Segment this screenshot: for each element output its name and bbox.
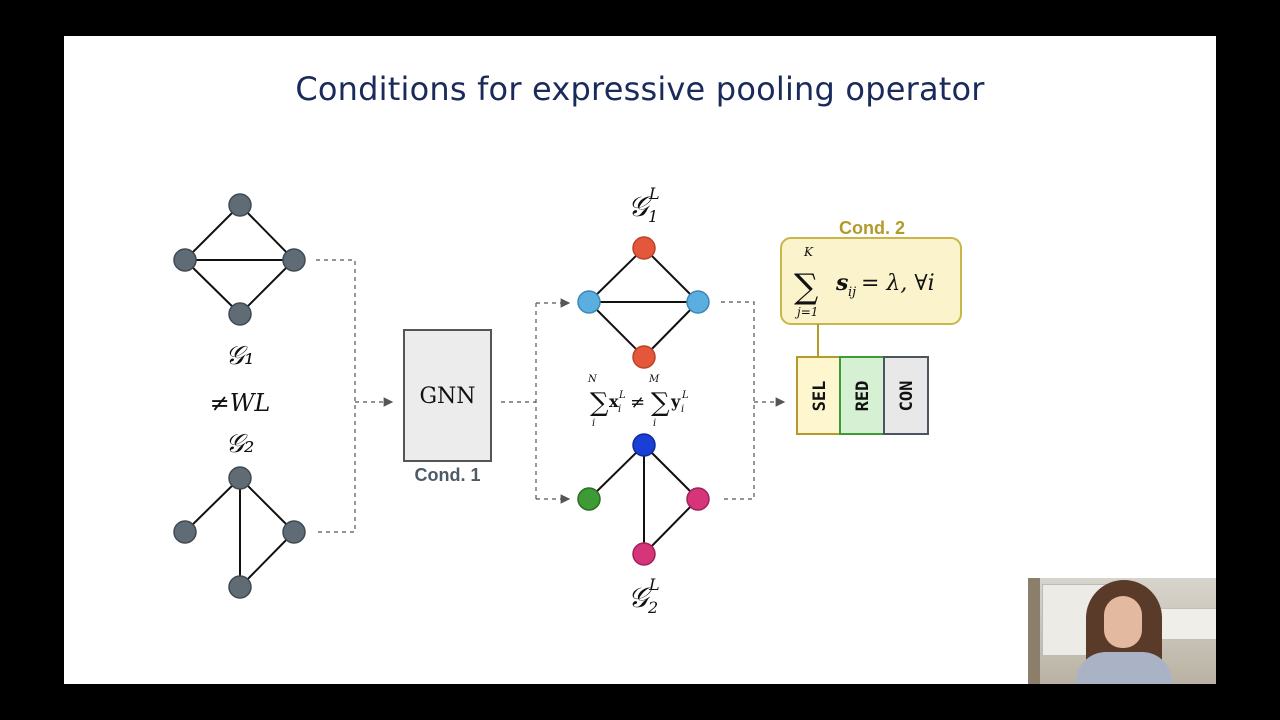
svg-text:i: i	[592, 418, 595, 429]
svg-text:= λ, ∀i: = λ, ∀i	[861, 271, 935, 296]
graph-node	[577, 290, 601, 314]
gnn-label: GNN	[419, 384, 475, 409]
svg-text:∑: ∑	[590, 388, 609, 418]
graph-g2	[173, 466, 306, 599]
graph-node	[686, 487, 710, 511]
svg-text:i: i	[618, 404, 621, 415]
graph-node	[282, 520, 306, 544]
neq-wl-label: ≠WL	[210, 389, 271, 417]
graph-node	[632, 236, 656, 260]
graph-node	[173, 248, 197, 272]
connector-into-src	[721, 301, 786, 500]
graph-node	[228, 575, 252, 599]
pooling-diagram: 𝒢₁ ≠WL 𝒢₂ GNN Cond. 1	[173, 184, 962, 617]
embedding-inequality: ∑ N i x i L ≠ ∑ M i y i L	[587, 374, 689, 429]
graph-node	[632, 433, 656, 457]
svg-text:L: L	[648, 184, 660, 203]
gnn-block: GNN	[403, 329, 492, 462]
sel-label: SEL	[810, 381, 830, 412]
graph-node	[632, 345, 656, 369]
svg-text:x: x	[609, 392, 619, 411]
svg-text:i: i	[653, 418, 656, 429]
svg-text:L: L	[618, 390, 626, 401]
svg-text:y: y	[670, 392, 681, 411]
sel-block	[796, 356, 841, 435]
slide: Conditions for expressive pooling operat…	[64, 36, 1216, 684]
src-blocks: SEL RED CON	[796, 356, 929, 435]
g2-label: 𝒢₂	[226, 429, 255, 459]
graph-node	[228, 193, 252, 217]
svg-text:j=1: j=1	[794, 305, 818, 319]
speaker-webcam	[1028, 578, 1216, 684]
red-label: RED	[853, 381, 873, 412]
graph-g1	[173, 193, 306, 326]
svg-text:∑: ∑	[651, 388, 670, 418]
svg-text:≠: ≠	[630, 392, 645, 413]
cond2-box: ∑ K j=1 s ij = λ, ∀i	[780, 237, 962, 325]
cond1-label: Cond. 1	[415, 465, 481, 485]
graph-node	[228, 302, 252, 326]
g1-label: 𝒢₁	[226, 341, 255, 371]
connector-into-gnn	[316, 259, 394, 533]
svg-text:i: i	[681, 404, 684, 415]
g2L-label: 𝒢 2 L	[628, 575, 660, 617]
graph-g1L	[577, 236, 710, 369]
graph-node	[686, 290, 710, 314]
svg-text:K: K	[803, 245, 814, 259]
con-block	[883, 356, 929, 435]
graph-node	[173, 520, 197, 544]
svg-text:ij: ij	[848, 285, 856, 300]
svg-text:1: 1	[648, 207, 658, 226]
svg-text:s: s	[835, 270, 848, 296]
svg-text:M: M	[648, 374, 660, 385]
graph-g2L	[577, 433, 710, 566]
svg-text:∑: ∑	[794, 267, 818, 307]
red-block	[839, 356, 885, 435]
svg-text:L: L	[648, 575, 660, 594]
graph-node	[282, 248, 306, 272]
svg-text:N: N	[587, 374, 598, 385]
svg-text:L: L	[681, 390, 689, 401]
graph-node	[632, 542, 656, 566]
svg-text:2: 2	[647, 598, 658, 617]
connector-gnn-to-embeddings	[501, 298, 571, 504]
con-label: CON	[897, 381, 917, 412]
g1L-label: 𝒢 1 L	[628, 184, 660, 226]
cond2-label: Cond. 2	[839, 218, 905, 238]
slide-title: Conditions for expressive pooling operat…	[295, 70, 985, 108]
graph-node	[577, 487, 601, 511]
graph-node	[228, 466, 252, 490]
